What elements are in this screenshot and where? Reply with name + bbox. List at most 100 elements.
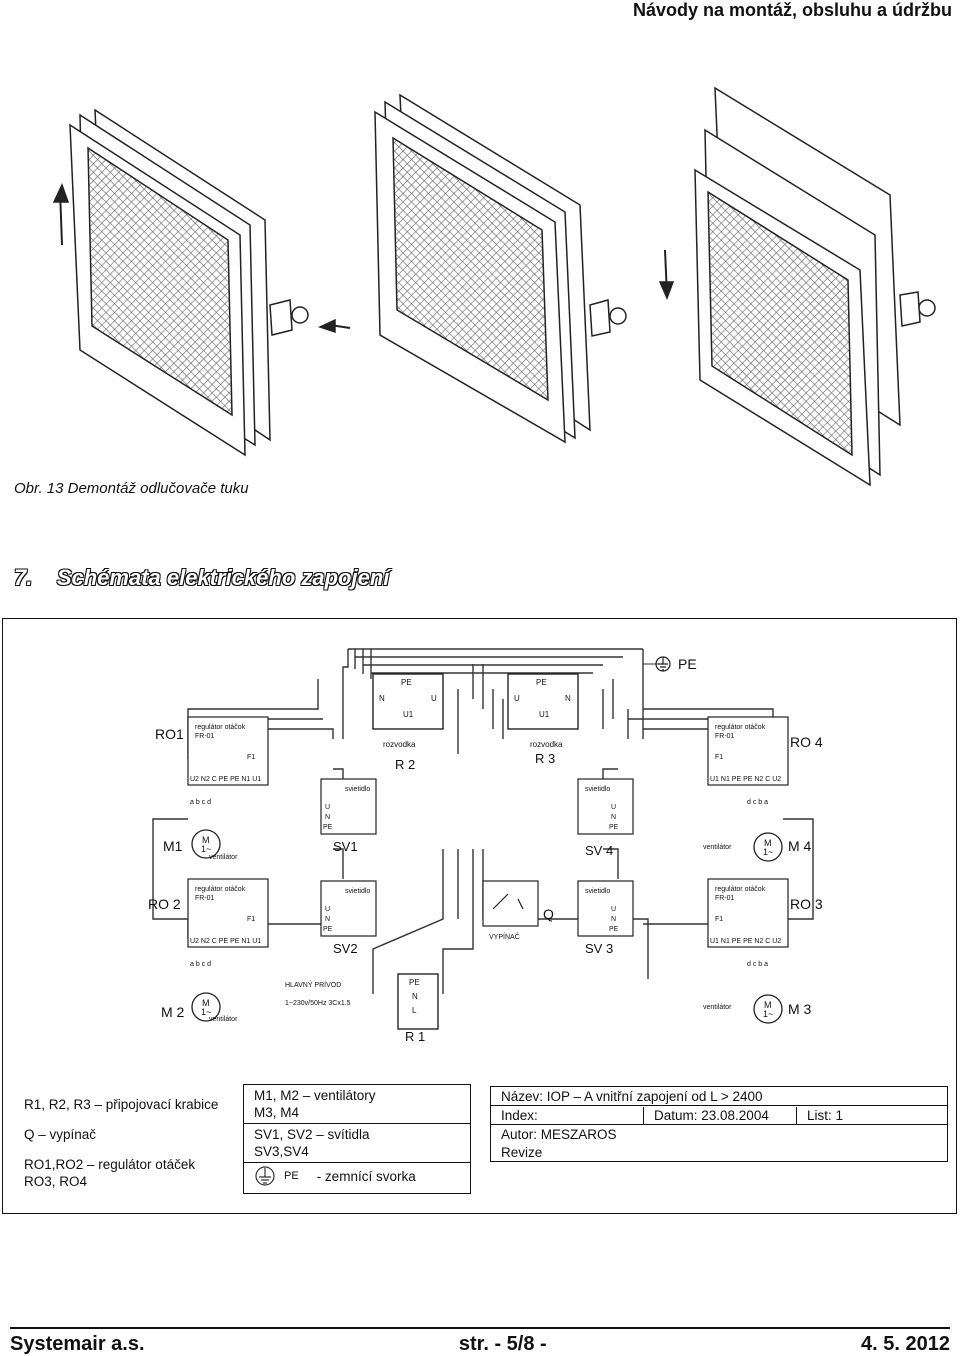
- r1-pe: PE: [409, 978, 420, 987]
- document-header: Návody na montáž, obsluhu a údržbu: [632, 0, 952, 20]
- sv3-lamp: svietidlo: [585, 888, 610, 895]
- sv3-u: U: [611, 906, 616, 913]
- ro1-abcd: a b c d: [190, 799, 211, 806]
- sv2-lamp: svietidlo: [345, 888, 370, 895]
- ro2-terms: U2 N2 C PE PE N1 U1: [190, 938, 261, 945]
- ro3-model: FR-01: [715, 895, 735, 902]
- wiring-schematic-frame: PE N U U1 PE U N U1 rozvodka rozvodka PE…: [2, 618, 957, 1214]
- sv1-n: N: [325, 814, 330, 821]
- m3-m: M: [764, 1000, 772, 1010]
- switch-q-symbol: [482, 880, 539, 927]
- ro2-title: regulátor otáčok: [195, 886, 246, 893]
- sv4-label: SV 4: [585, 843, 613, 858]
- ro4-title: regulátor otáčok: [715, 724, 766, 731]
- ro1-terms: U2 N2 C PE PE N1 U1: [190, 776, 261, 783]
- sv1-lamp: svietidlo: [345, 786, 370, 793]
- ro3-title: regulátor otáčok: [715, 886, 766, 893]
- revision: Revize: [501, 1144, 543, 1160]
- sv3-n: N: [611, 916, 616, 923]
- ro2-f1: F1: [247, 916, 255, 923]
- sv2-pe: PE: [323, 926, 333, 933]
- figure-caption: Obr. 13 Demontáž odlučovače tuku: [14, 480, 249, 497]
- filter-drawing-1: [52, 108, 351, 457]
- ro2-label: RO 2: [148, 896, 181, 912]
- ro1-f1: F1: [247, 754, 255, 761]
- r3-label: R 3: [535, 751, 555, 766]
- ro2-abcd: a b c d: [190, 961, 211, 968]
- sv4-u: U: [611, 804, 616, 811]
- sv4-pe: PE: [609, 824, 619, 831]
- ro2-model: FR-01: [195, 895, 215, 902]
- r3-u: U: [514, 694, 520, 703]
- m3-fan: ventilátor: [703, 1004, 732, 1011]
- legend-line: M3, M4: [254, 1105, 300, 1120]
- sv1-u: U: [325, 804, 330, 811]
- legend-devices: M1, M2 – ventilátory M3, M4 SV1, SV2 – s…: [243, 1084, 471, 1194]
- r1-n: N: [412, 992, 418, 1001]
- ro1-title: regulátor otáčok: [195, 724, 246, 731]
- ro3-terms: U1 N1 PE PE N2 C U2: [710, 938, 781, 945]
- wiring-schematic: PE N U U1 PE U N U1 rozvodka rozvodka PE…: [148, 648, 823, 1044]
- section-heading: 7. Schémata elektrického zapojení: [14, 565, 389, 591]
- m4-label: M 4: [788, 838, 812, 854]
- r2-pe: PE: [401, 678, 412, 687]
- r3-n: N: [565, 694, 571, 703]
- m3-label: M 3: [788, 1001, 812, 1017]
- ro4-terms: U1 N1 PE PE N2 C U2: [710, 776, 781, 783]
- r2-label: R 2: [395, 757, 415, 772]
- legend-line: Q – vypínač: [24, 1127, 97, 1142]
- sv1-pe: PE: [323, 824, 333, 831]
- filter-drawing-2: [374, 93, 627, 444]
- ro3-f1: F1: [715, 916, 723, 923]
- pe-label: PE: [678, 656, 697, 672]
- ro3-dcba: d c b a: [747, 961, 768, 968]
- legend-line: RO1,RO2 – regulátor otáček: [24, 1157, 196, 1172]
- legend-line: M1, M2 – ventilátory: [254, 1088, 376, 1103]
- footer-company: Systemair a.s.: [10, 1333, 145, 1355]
- m2-label: M 2: [161, 1004, 185, 1020]
- filter-drawing-3: [658, 86, 936, 487]
- legend-row: SV1, SV2 – svítidla SV3,SV4: [244, 1124, 470, 1163]
- sv2-label: SV2: [333, 941, 358, 956]
- supply-title: HLAVNÝ PRÍVOD: [285, 980, 341, 989]
- r1-label: R 1: [405, 1029, 425, 1044]
- legend-line: SV1, SV2 – svítidla: [254, 1127, 370, 1142]
- ro4-f1: F1: [715, 754, 723, 761]
- m1-phase: 1~: [201, 844, 211, 854]
- ro4-dcba: d c b a: [747, 799, 768, 806]
- drawing-date: Datum: 23.08.2004: [644, 1106, 797, 1124]
- index-label: Index:: [491, 1106, 644, 1124]
- section-title: Schémata elektrického zapojení: [56, 565, 390, 590]
- legend-components: R1, R2, R3 – připojovací krabice Q – vyp…: [24, 1096, 244, 1190]
- m4-m: M: [764, 838, 772, 848]
- m3-phase: 1~: [763, 1009, 773, 1019]
- title-block-author: Autor: MESZAROS: [491, 1125, 947, 1143]
- legend-row: PE - zemnící svorka: [244, 1163, 470, 1189]
- legend-line: R1, R2, R3 – připojovací krabice: [24, 1097, 219, 1112]
- page-footer: Systemair a.s. str. - 5/8 - 4. 5. 2012: [10, 1327, 950, 1356]
- footer-page: str. - 5/8 -: [458, 1333, 547, 1355]
- earth-symbol: [655, 656, 671, 672]
- sv3-label: SV 3: [585, 941, 613, 956]
- r3-box-label: rozvodka: [530, 740, 563, 749]
- ro4-label: RO 4: [790, 734, 823, 750]
- m1-fan: ventilátor: [209, 854, 238, 861]
- m1-m: M: [202, 835, 210, 845]
- r3-u1: U1: [539, 710, 550, 719]
- title-block-index-row: Index: Datum: 23.08.2004 List: 1: [491, 1106, 947, 1125]
- ro1-model: FR-01: [195, 733, 215, 740]
- q-label: Q: [543, 906, 554, 922]
- sv2-u: U: [325, 906, 330, 913]
- ro1-label: RO1: [155, 726, 184, 742]
- title-block-revision: Revize: [491, 1143, 947, 1161]
- ro4-model: FR-01: [715, 733, 735, 740]
- r2-box-label: rozvodka: [383, 740, 416, 749]
- footer-date: 4. 5. 2012: [861, 1333, 950, 1355]
- title-block-name: Název: IOP – A vnitřní zapojení od L > 2…: [491, 1087, 947, 1106]
- m2-phase: 1~: [201, 1007, 211, 1017]
- r2-u: U: [431, 694, 437, 703]
- m2-fan: ventilátor: [209, 1016, 238, 1023]
- drawing-name: Název: IOP – A vnitřní zapojení od L > 2…: [501, 1088, 763, 1104]
- earth-text: - zemnící svorka: [316, 1168, 416, 1184]
- sv2-n: N: [325, 916, 330, 923]
